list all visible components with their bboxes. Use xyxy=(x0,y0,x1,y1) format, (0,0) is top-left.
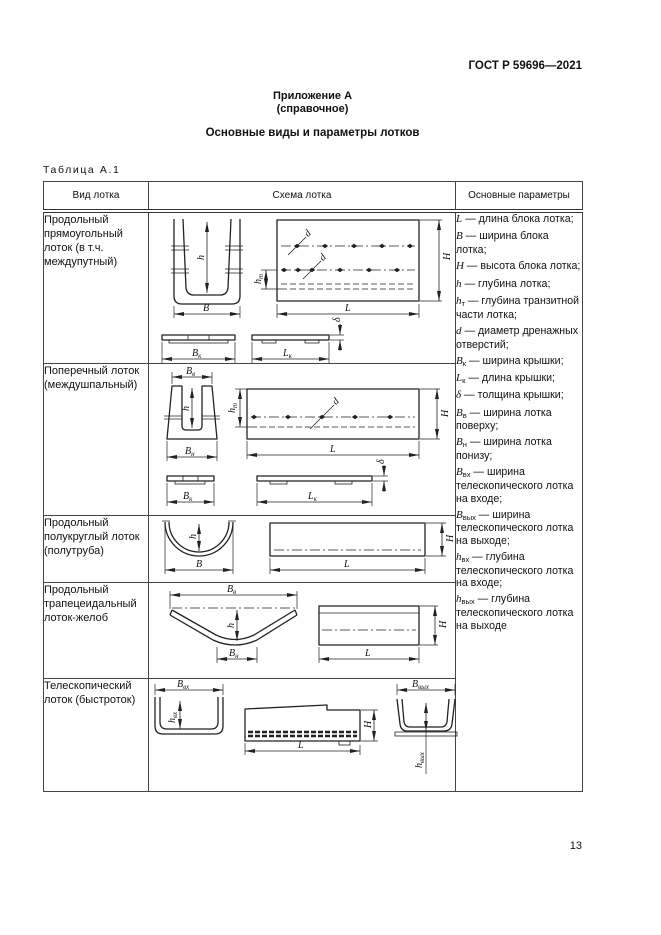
dim-label-Lk: Lк xyxy=(282,348,293,360)
tray-types-table: Вид лотка Схема лотка Основные параметры… xyxy=(43,181,583,792)
table-caption: Таблица А.1 xyxy=(43,164,121,176)
dim-label-H: H xyxy=(438,620,449,629)
dim-label-Bin: Bвх xyxy=(177,679,190,691)
table-row: Продольный трапецеидальный лоток-желоб B… xyxy=(43,582,583,679)
dim-label-Bk: Bк xyxy=(183,491,193,503)
drawing-rectangular-tray: h B d d xyxy=(160,218,453,363)
schema-cell: h B d d xyxy=(148,210,456,364)
drawing-telescopic-tray: Bвх hвх L H xyxy=(153,679,457,774)
drawing-semicircular-tray: h B H L xyxy=(161,520,456,574)
dim-label-hout: hвых xyxy=(414,751,426,768)
param-item: Bв — ширина лотка поверху; xyxy=(456,406,552,433)
dim-label-Bn: Bн xyxy=(185,446,195,458)
drawing-transverse-tray: Bв h Bн d xyxy=(163,366,451,506)
tray-type-cell: Продольный трапецеидальный лоток-желоб xyxy=(43,582,149,679)
drawing-trapezoidal-chute: Bв h Bн H xyxy=(168,584,449,663)
param-item: Bвых — ширина телескопического лотка на … xyxy=(456,508,574,547)
cover-views: Bк Lк δ xyxy=(165,459,388,506)
dim-label-B: B xyxy=(196,559,202,570)
schema-cell: Bвх hвх L H xyxy=(148,678,457,792)
dim-label-H: H xyxy=(363,720,374,729)
param-item: Bвх — ширина телескопического лотка на в… xyxy=(456,466,574,505)
dim-label-Bk: Bк xyxy=(192,348,202,360)
dim-label-L: L xyxy=(329,444,336,455)
dim-label-Bv: Bв xyxy=(227,584,236,596)
side-view: H L xyxy=(268,522,456,574)
outlet-cross-section: Bвых hвых xyxy=(394,679,457,774)
dim-label-L: L xyxy=(364,648,371,659)
schema-cell: h B H L xyxy=(148,515,456,583)
dim-label-Bv: Bв xyxy=(186,366,195,378)
param-item: h — глубина лотка; xyxy=(456,277,551,290)
dim-label-B: B xyxy=(203,303,209,314)
param-item: Lк — длина крышки; xyxy=(456,371,555,385)
param-item: H — высота блока лотка; xyxy=(456,260,581,273)
dim-label-L: L xyxy=(343,559,350,570)
param-item: B — ширина блока лотка; xyxy=(456,230,549,257)
dim-label-delta: δ xyxy=(376,459,387,464)
dim-label-h: h xyxy=(196,255,207,260)
param-item: hт — глубина транзитной части лотка; xyxy=(456,294,580,321)
dim-label-Lk: Lк xyxy=(307,491,318,503)
dim-label-d: d xyxy=(317,251,329,263)
dim-label-Bout: Bвых xyxy=(412,679,430,691)
dim-label-H: H xyxy=(445,534,456,543)
side-view: H L xyxy=(317,605,449,663)
table-row: Продольный прямоугольный лоток (в т.ч. м… xyxy=(43,210,583,792)
tray-type-cell: Продольный полукруглый лоток (полутруба) xyxy=(43,515,149,583)
dim-label-L: L xyxy=(344,303,351,314)
dim-label-d: d xyxy=(302,227,314,239)
side-view-wedge: L H xyxy=(243,704,378,755)
param-item: Bк — ширина крышки; xyxy=(456,354,564,368)
dim-label-H: H xyxy=(442,252,453,261)
column-header-parameters: Основные параметры xyxy=(455,181,583,213)
cross-section-trapezoid: Bв h Bн xyxy=(163,366,220,461)
cross-section-trough: Bв h Bн xyxy=(168,584,298,663)
tray-type-cell: Телескопический лоток (быстроток) xyxy=(43,678,149,792)
column-header-tray-type: Вид лотка xyxy=(43,181,149,213)
cover-views: Bк Lк δ xyxy=(160,317,344,363)
param-item: d — диаметр дренажных отверстий; xyxy=(456,324,579,351)
dim-label-delta: δ xyxy=(332,317,343,322)
table-header-row: Вид лотка Схема лотка Основные параметры xyxy=(43,181,583,213)
cross-section-halfpipe: h B xyxy=(161,520,236,574)
cross-section-u-shape: h B xyxy=(170,218,243,318)
dim-label-Bn: Bн xyxy=(229,648,239,660)
param-item: hвых — глубина телескопического лотка на… xyxy=(456,593,574,632)
dim-label-ht: hт xyxy=(253,274,265,284)
table-row: Поперечный лоток (междушпальный) Bв h Bн xyxy=(43,363,583,516)
table-row: Телескопический лоток (быстроток) Bвх hв… xyxy=(43,678,583,792)
schema-cell: Bв h Bн H xyxy=(148,582,456,679)
document-title: Основные виды и параметры лотков xyxy=(205,127,420,139)
dim-label-h: h xyxy=(226,623,237,628)
dim-label-hin: hвх xyxy=(167,711,179,723)
dim-label-L: L xyxy=(297,740,304,751)
schema-cell: Bв h Bн d xyxy=(148,363,456,516)
annex-note: (справочное) xyxy=(276,103,349,115)
side-view: d hт H L xyxy=(227,388,451,459)
annex-title: Приложение А xyxy=(272,90,353,102)
dim-label-ht: hт xyxy=(227,403,239,413)
table-row: Продольный полукруглый лоток (полутруба)… xyxy=(43,515,583,583)
inlet-cross-section: Bвх hвх xyxy=(153,679,224,735)
standard-number: ГОСТ Р 59696—2021 xyxy=(468,60,582,72)
param-item: L — длина блока лотка; xyxy=(456,213,574,225)
dim-label-H: H xyxy=(440,409,451,418)
param-item: hвх — глубина телескопического лотка на … xyxy=(456,550,574,590)
tray-type-cell: Продольный прямоугольный лоток (в т.ч. м… xyxy=(43,210,149,364)
side-view: d d hт H L xyxy=(253,219,453,318)
dim-label-h: h xyxy=(188,534,199,539)
param-item: Bн — ширина лотка понизу; xyxy=(456,436,552,463)
dim-label-h: h xyxy=(181,406,192,411)
column-header-schema: Схема лотка xyxy=(148,181,456,213)
dim-label-d: d xyxy=(330,395,342,407)
param-item: δ — толщина крышки; xyxy=(456,389,564,402)
page-number: 13 xyxy=(569,840,582,852)
parameters-cell: L — длина блока лотка; B — ширина блока … xyxy=(455,210,583,792)
tray-type-cell: Поперечный лоток (междушпальный) xyxy=(43,363,149,516)
